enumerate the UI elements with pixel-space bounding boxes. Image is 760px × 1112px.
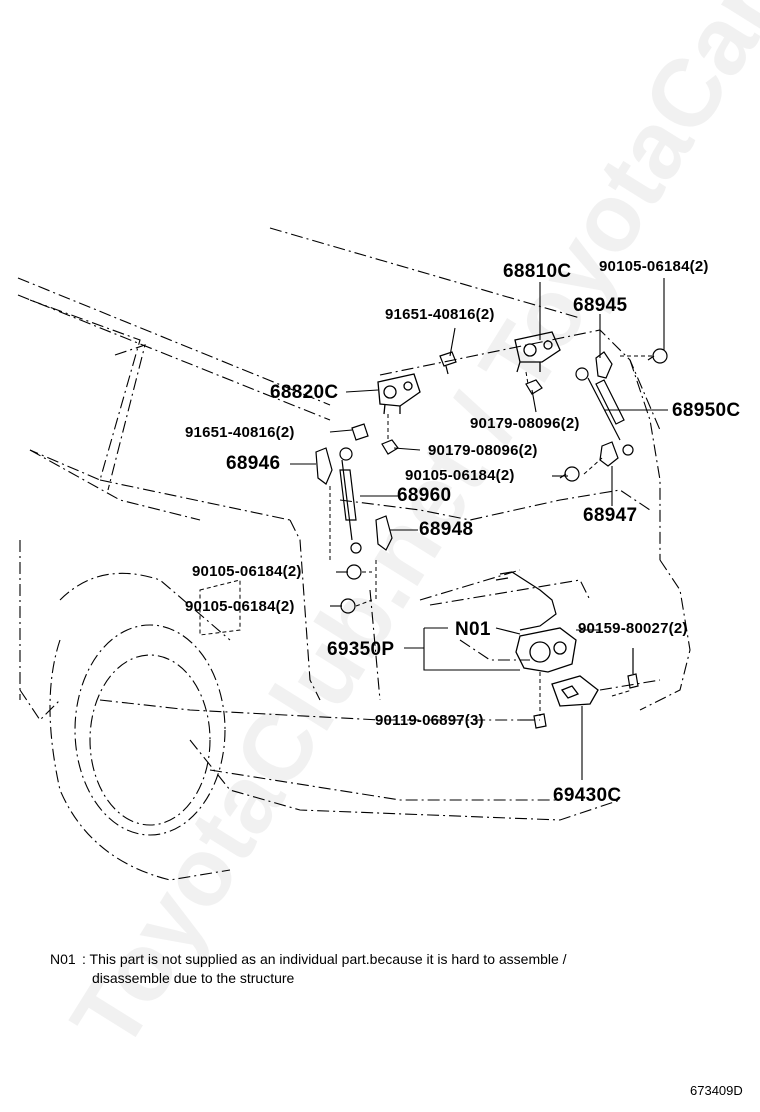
bolt-91651-a (439, 351, 457, 375)
bolt-90105-d (340, 598, 356, 614)
damper-stay-68950C (575, 367, 634, 456)
vehicle-body-outline (17, 227, 691, 821)
nut-90179-b (381, 439, 399, 455)
bracket-68946 (315, 447, 333, 485)
part-label-68948: 68948 (419, 519, 474, 540)
part-label-N01: N01 (455, 619, 491, 640)
part-label-90105-06184-lower-a: 90105-06184(2) (192, 563, 302, 580)
part-label-68820C: 68820C (270, 382, 339, 403)
part-label-90105-06184-top: 90105-06184(2) (599, 258, 709, 275)
part-label-90119-06897: 90119-06897(3) (375, 712, 484, 729)
part-label-69430C: 69430C (553, 785, 622, 806)
part-label-69350P: 69350P (327, 639, 395, 660)
part-label-68946: 68946 (226, 453, 281, 474)
lock-assy-69350P (515, 627, 577, 673)
bolt-90105-c (346, 564, 362, 580)
bolt-91651-b (351, 423, 369, 441)
hinge-68820C (377, 373, 421, 415)
striker-69430C (551, 675, 599, 707)
footnote-code: N01 (50, 951, 76, 967)
bolt-90105-a (647, 348, 668, 364)
bracket-68947 (599, 441, 619, 467)
part-label-90179-08096-left: 90179-08096(2) (428, 442, 538, 459)
footnote-line-1: : This part is not supplied as an indivi… (82, 951, 567, 967)
part-label-68960: 68960 (397, 485, 452, 506)
part-label-91651-40816-left: 91651-40816(2) (185, 424, 295, 441)
part-label-90105-06184-lower-b: 90105-06184(2) (185, 598, 295, 615)
hinge-68810C (514, 331, 561, 373)
part-label-68810C: 68810C (503, 261, 572, 282)
bolt-90105-b (559, 466, 580, 482)
part-label-90159-80027: 90159-80027(2) (578, 620, 688, 637)
footnote-line-2: disassemble due to the structure (92, 970, 295, 986)
bolt-90159 (627, 648, 639, 689)
part-label-90105-06184-mid: 90105-06184(2) (405, 467, 515, 484)
part-label-90179-08096-right: 90179-08096(2) (470, 415, 580, 432)
figure-id: 673409D (690, 1083, 743, 1098)
part-label-68945: 68945 (573, 295, 628, 316)
nut-90179-a (525, 379, 543, 395)
leader-lines (290, 278, 668, 780)
damper-stay-68960 (339, 447, 362, 554)
part-label-68947: 68947 (583, 505, 638, 526)
harness-N01 (495, 571, 557, 631)
bolt-90119 (533, 713, 547, 729)
part-label-68950C: 68950C (672, 400, 741, 421)
install-lines (199, 355, 652, 716)
bracket-68948 (375, 515, 393, 551)
bracket-68945 (595, 351, 613, 379)
rear-wheel (49, 572, 231, 881)
part-label-91651-40816-top: 91651-40816(2) (385, 306, 495, 323)
